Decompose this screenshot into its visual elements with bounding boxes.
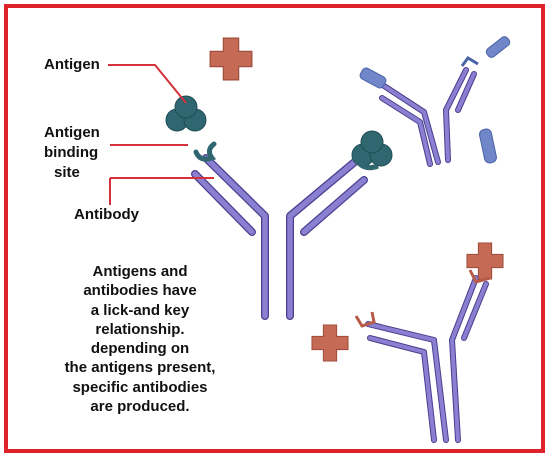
label-binding-site-line1: Antigen (44, 124, 100, 141)
lower-right-antibody (365, 275, 489, 443)
label-binding-site-line3: site (54, 164, 80, 181)
caption-line: depending on (90, 340, 190, 358)
caption-line: Antigens and (92, 263, 188, 280)
lower-binding-site (354, 311, 376, 328)
caption-line: specific antibodies (72, 378, 208, 396)
blue-fragment-3 (485, 36, 511, 58)
caption-line: antibodies have (83, 282, 197, 300)
upper-right-antibody (375, 67, 477, 167)
blue-fragment-1 (359, 67, 387, 89)
blue-fragment-2 (479, 128, 497, 164)
caption-line: relationship. (95, 320, 185, 338)
caption-line: the antigens present, (64, 359, 216, 377)
label-binding-site-line2: binding (44, 144, 99, 161)
caption-line: a lick-and key (90, 301, 190, 319)
main-antibody (191, 154, 368, 320)
cross-antigen-lower-left-icon (311, 324, 349, 362)
antigen-icon (165, 95, 207, 132)
cross-antigen-icon (209, 37, 253, 81)
label-antibody: Antibody (74, 206, 139, 223)
callout-lines (108, 64, 214, 205)
label-antigen: Antigen (44, 56, 100, 73)
caption: Antigens and antibodies have a lick-and … (40, 262, 240, 416)
antigen-binding-site (193, 141, 217, 162)
caption-line: are produced. (90, 398, 190, 416)
outer-border (4, 4, 545, 453)
